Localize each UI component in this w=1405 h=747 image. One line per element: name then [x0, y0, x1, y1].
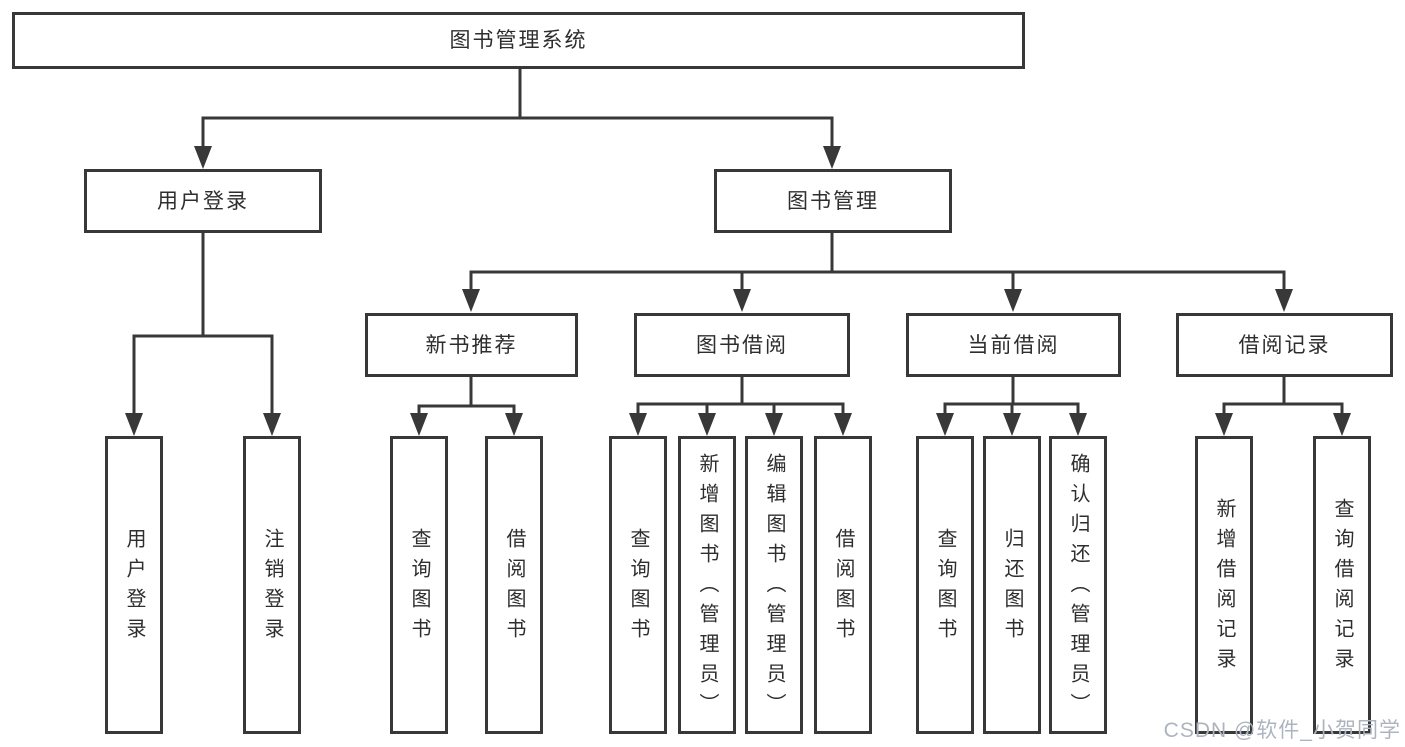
connector-borrowing-records-children [1222, 377, 1344, 419]
node-current-borrowing: 当前借阅 [906, 313, 1121, 377]
arrowhead-icon [733, 289, 751, 312]
connector-root-to-level2 [201, 68, 834, 153]
arrowhead-icon [698, 413, 716, 436]
arrowhead-icon [125, 413, 143, 436]
arrowheads-new-book [410, 413, 523, 436]
arrowheads-borrowing-records [1215, 413, 1351, 436]
node-add-borrow-record: 新增借阅记录 [1195, 436, 1253, 734]
node-query-books-borrowing: 查询图书 [609, 436, 667, 734]
arrowhead-icon [263, 413, 281, 436]
arrowhead-icon [1003, 413, 1021, 436]
connector-book-borrowing-children [636, 377, 845, 419]
node-user-login-branch: 用户登录 [84, 169, 322, 233]
arrowhead-icon [1004, 289, 1022, 312]
arrowheads-current-borrowing [936, 413, 1087, 436]
connector-new-book-children [417, 377, 516, 419]
node-new-book-recommendation: 新书推荐 [365, 313, 578, 377]
connector-user-login-children [132, 233, 274, 419]
arrowhead-icon [936, 413, 954, 436]
arrowhead-icon [834, 413, 852, 436]
arrowhead-icon [1333, 413, 1351, 436]
connector-book-management-children [469, 233, 1286, 296]
arrowhead-icon [1215, 413, 1233, 436]
node-borrow-books: 借阅图书 [814, 436, 872, 734]
node-edit-books-admin: 编辑图书（管理员） [745, 436, 803, 734]
node-add-books-admin: 新增图书（管理员） [678, 436, 736, 734]
node-borrow-books-recommend: 借阅图书 [485, 436, 543, 734]
arrowheads-book-borrowing [629, 413, 852, 436]
arrowhead-icon [629, 413, 647, 436]
node-query-borrow-record: 查询借阅记录 [1313, 436, 1371, 734]
arrowhead-icon [410, 413, 428, 436]
arrowhead-icon [1069, 413, 1087, 436]
arrowhead-icon [765, 413, 783, 436]
arrowhead-icon [194, 146, 212, 169]
arrowheads-user-login [125, 413, 281, 436]
arrowhead-icon [823, 146, 841, 169]
arrowhead-icon [1275, 289, 1293, 312]
node-user-login: 用户登录 [105, 436, 163, 734]
node-library-management-system: 图书管理系统 [12, 12, 1025, 69]
arrowheads-level2 [194, 146, 841, 169]
arrowhead-icon [462, 289, 480, 312]
node-confirm-return-admin: 确认归还（管理员） [1049, 436, 1107, 734]
node-book-management: 图书管理 [714, 169, 952, 233]
node-query-books-recommend: 查询图书 [390, 436, 448, 734]
node-query-books-current: 查询图书 [916, 436, 974, 734]
arrowhead-icon [505, 413, 523, 436]
connector-current-borrowing-children [943, 377, 1080, 419]
csdn-watermark: CSDN @软件_小贺同学 [1163, 719, 1401, 742]
node-borrowing-records: 借阅记录 [1176, 313, 1393, 377]
node-logout-login: 注销登录 [243, 436, 301, 734]
node-book-borrowing: 图书借阅 [634, 313, 850, 377]
arrowheads-level3 [462, 289, 1293, 312]
node-return-books: 归还图书 [983, 436, 1041, 734]
